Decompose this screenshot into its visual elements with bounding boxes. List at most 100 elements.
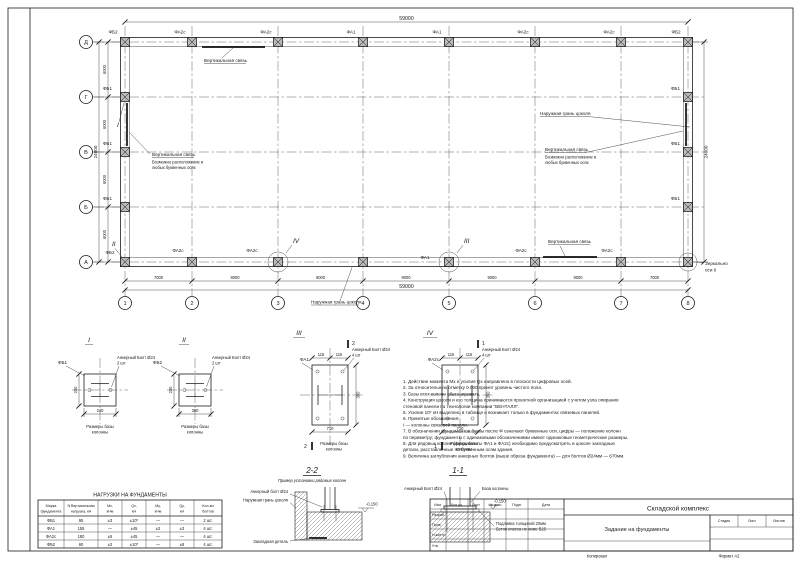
column-label: ФА1 [432,30,441,35]
section-flag: 1 [434,444,437,450]
table-cell: 4 шт. [203,526,212,531]
table-cell: ±3 [180,526,185,531]
table-header-cell: Марка [46,504,57,508]
anchor-bolt-qty: 2 шт [117,361,126,366]
dim-label: 6000 [102,229,107,239]
callout-label: II [112,241,116,248]
stamp-header-cell: Подп. [512,503,522,507]
table-cell: — [108,526,113,531]
column-marker [683,257,693,267]
column-label: ФБ1 [103,86,113,91]
table-header-cell: нагрузка, кН [71,510,92,514]
column-label: ФБ2 [153,360,163,365]
base-size-note: Размеры базы [450,441,478,446]
project-name: Складской комплекс [647,505,710,513]
dim-label: 59000 [399,284,414,290]
dim-label: 350 [486,391,491,399]
column-label: ФБ2 [671,30,681,35]
stamp-role: Утв. [432,544,439,548]
note-line: стеновой панели по технологии компании "… [403,403,519,409]
section-title: 1-1 [452,466,464,475]
note-line: 3. Базы всех колонн обетонировать. [403,391,480,396]
axis-letter: А [84,260,88,266]
stamp-role: Пров. [432,523,442,527]
column-label: ФА2с [601,248,613,253]
column-label: ФБ1 [103,141,113,146]
anchor-bolt-label: Анкерный Болт Ø24 [212,355,251,360]
column-marker [120,202,130,212]
note-line: I — колонны связевой панели. [403,421,468,427]
plan-callouts: I II III IV [112,102,470,258]
column-label: ФА2с [174,30,186,35]
table-header-cell: фундамента [41,510,62,514]
table-header-cell: кН [132,510,137,514]
dim-label: 230 [73,386,78,394]
column-marker [273,37,283,47]
column-label: ФБ1 [58,360,68,365]
table-cell: 2 шт. [203,518,212,523]
dim-label: 9000 [316,275,326,280]
loads-table: НАГРУЗКИ НА ФУНДАМЕНТЫ Марка фундамента … [37,493,223,549]
column-label: ФА2с [428,357,440,362]
section-caption: Пример установки рядовых колонн [278,478,347,483]
base-size-note: Размеры базы [320,441,348,446]
plinth-label: Наружная грань цоколя [311,300,362,305]
dim-label: 115 [448,352,455,357]
embed-plate-label: Закладная деталь [253,539,288,544]
table-cell: ФБ1 [47,518,56,523]
mirror-label: оси II [705,268,716,273]
table-cell: ФБ2 [47,542,56,547]
plinth-label: Наружная грань цоколя [243,498,288,503]
top-column-labels: ФБ2 ФА2с ФА2с ФА1 ФА1 ФА2с ФА2с ФБ2 [108,30,681,35]
dim-label: 350 [356,391,361,399]
column-marker [187,257,197,267]
wall-column-labels: ФБ1 ФБ1 ФБ1 ФБ1 ФБ1 ФБ1 [103,86,681,201]
column-base-label: База колонны [482,486,508,491]
dim-label: 24000 [93,145,98,158]
column-label: ФА2с [172,248,184,253]
section-2-2: 2-2 Пример установки рядовых колонн -0.1… [243,466,378,544]
axis-number: 6 [533,301,536,307]
column-label: ФА2с [246,248,258,253]
detail-title: III [296,330,302,337]
table-title: НАГРУЗКИ НА ФУНДАМЕНТЫ [93,493,167,499]
callout-label: I [117,122,119,129]
copied-label: Копировал [587,554,608,559]
note-line: 4. Конструкция цоколя и его толщина прин… [403,397,619,403]
section-1-1: 1-1 -0.150 Анкерный Болт Ø24 База колонн… [404,466,547,543]
table-header-cell: N Вертикальная [67,504,94,508]
vertical-braces [126,46,687,258]
table-cell: 4 шт. [203,534,212,539]
column-marker [683,37,693,47]
axis-number: 8 [686,301,689,307]
column-marker [358,257,368,267]
mirror-label: Зеркально [705,261,728,266]
base-size-note: колонны [326,447,342,452]
column-label: ФБ2 [108,30,118,35]
dim-label: 9000 [401,275,411,280]
frame [7,7,794,552]
dim-label: 115 [466,352,473,357]
dim-label: 24000 [704,145,709,158]
detail-3: III 115 115 ФА1 Анкерный Болт Ø24 4 шт 2… [293,330,391,452]
axis-number: 3 [276,301,279,307]
table-cell: ±2 [156,526,161,531]
note-line: 7. В обозначении фундаментов буквы после… [403,429,621,434]
table-header-cell: Qх, [131,504,137,508]
column-label: ФБ1 [671,141,681,146]
column-marker [120,147,130,157]
level-mark-label: -0.150 [494,499,506,504]
column-marker [444,257,454,267]
dim-label: 240 [97,408,105,413]
table-header-cell: Му, [155,504,160,508]
anchor-bolt-label: Анкерный Болт Ø24 [482,347,521,352]
detail-title: I [88,337,90,344]
dim-label: 7000 [154,275,164,280]
base-size-note: колонны [92,430,108,435]
table-cell: — [180,534,185,539]
column-marker [683,147,693,157]
note-line: 1. Действие момента Мх и усилия Qх напра… [403,378,572,384]
dimension-bottom-spans: 7000 9000 9000 9000 9000 9000 7000 59000 [121,275,692,294]
